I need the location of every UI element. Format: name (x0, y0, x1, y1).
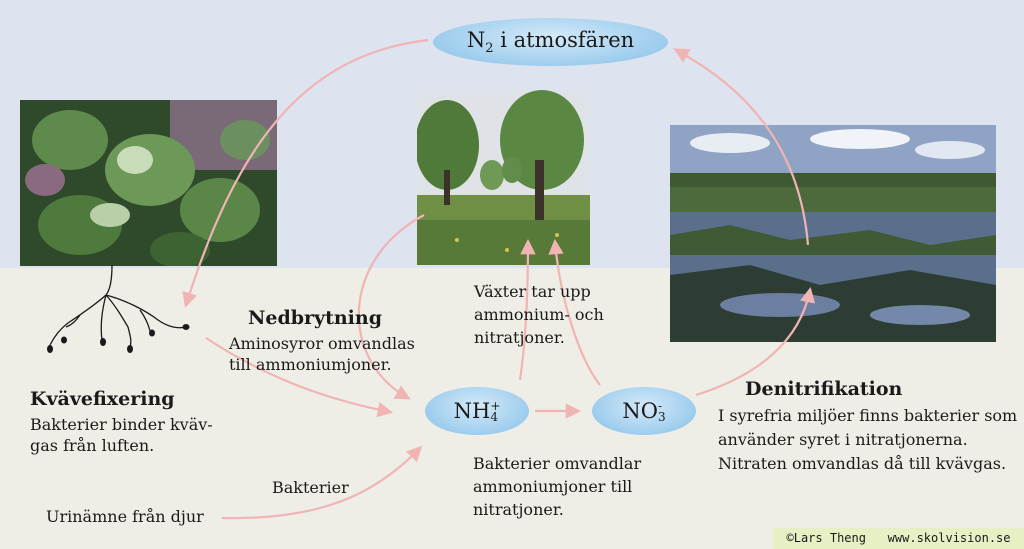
n2-prefix: N (466, 27, 486, 52)
nedbrytning-line2: till ammoniumjoner. (229, 355, 392, 374)
denitrifikation-line2: använder syret i nitratjonerna. (718, 430, 968, 449)
bakterier-omvandlar-line3: nitratjoner. (473, 500, 564, 519)
nh4-formula: NH+4 (454, 399, 501, 424)
nh4-base: NH (453, 398, 491, 423)
wetland-photo (670, 125, 996, 342)
bakterier-label: Bakterier (272, 478, 349, 497)
no3-base: NO (622, 398, 658, 423)
bakterier-omvandlar-line1: Bakterier omvandlar (473, 454, 642, 473)
n2-subscript: 2 (485, 41, 494, 57)
no3-charge: - (657, 399, 663, 414)
vaxter-line1: Växter tar upp (474, 282, 591, 301)
kvavefixering-line2: gas från luften. (30, 436, 155, 455)
no3-formula: NO-3 (622, 399, 665, 424)
n2-atmosphere-node: N2 i atmosfären (433, 18, 668, 66)
denitrifikation-line3: Nitraten omvandlas då till kvävgas. (718, 454, 1007, 473)
credit-bar: ©Lars Theng www.skolvision.se (773, 528, 1024, 549)
credit-site[interactable]: www.skolvision.se (887, 531, 1011, 545)
n2-label: i atmosfären (500, 27, 635, 52)
clover-roots-drawing (47, 265, 190, 353)
nh4-charge: + (490, 399, 501, 414)
urin-label: Urinämne från djur (46, 507, 204, 526)
clover-photo (20, 100, 277, 266)
no3-subscript: 3 (657, 410, 666, 425)
credit-author: ©Lars Theng (786, 531, 866, 545)
nh4-node: NH+4 (425, 387, 529, 435)
nedbrytning-line1: Aminosyror omvandlas (229, 334, 415, 353)
nh4-subscript: 4 (490, 410, 498, 425)
vaxter-line2: ammonium- och (474, 305, 604, 324)
trees-meadow-photo (417, 90, 590, 265)
kvavefixering-line1: Bakterier binder kväv- (30, 415, 213, 434)
bakterier-omvandlar-line2: ammoniumjoner till (473, 477, 633, 496)
vaxter-line3: nitratjoner. (474, 328, 565, 347)
no3-node: NO-3 (592, 387, 696, 435)
denitrifikation-title: Denitrifikation (745, 378, 903, 400)
kvavefixering-title: Kvävefixering (30, 388, 175, 410)
nedbrytning-title: Nedbrytning (248, 307, 382, 329)
n2-formula: N2 i atmosfären (467, 28, 634, 56)
denitrifikation-line1: I syrefria miljöer finns bakterier som (718, 406, 1018, 425)
